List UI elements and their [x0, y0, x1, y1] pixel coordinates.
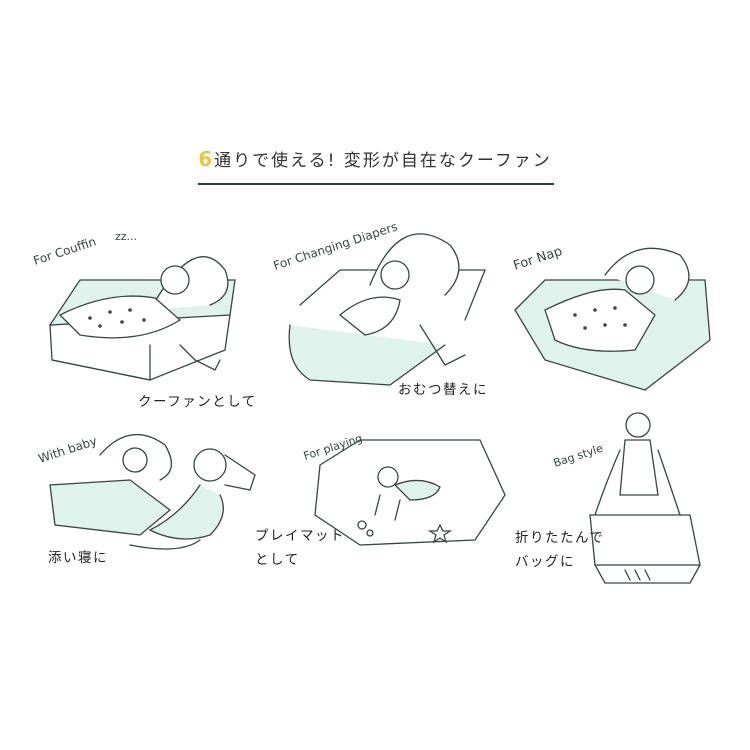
panel-bag-caption-2: バッグに [515, 554, 575, 570]
panel-couffin-caption: クーファンとして [138, 394, 257, 410]
panel-with-baby-tag: With baby [37, 434, 99, 466]
panel-couffin-zz: zz... [115, 230, 137, 243]
panel-bag-caption-1: 折りたたんで [515, 530, 605, 546]
panel-nap-tag: For Nap [512, 244, 565, 274]
panel-diapers-caption: おむつ替えに [398, 382, 488, 398]
panel-playing-caption-2: として [255, 552, 300, 568]
panel-with-baby-caption: 添い寝に [48, 550, 108, 566]
panel-playing-caption-1: プレイマット [255, 528, 345, 544]
nap-illustration: For Nap [512, 244, 711, 391]
title-underline [198, 183, 554, 185]
playing-illustration: For playing [302, 432, 506, 546]
bag-style-illustration: Bag style [552, 412, 701, 584]
page-title: 6通りで使える! 変形が自在なクーファン [0, 146, 750, 171]
panel-couffin-tag: For Couffin [32, 234, 98, 267]
couffin-illustration: For Couffin zz... [32, 230, 236, 381]
title-number: 6 [198, 147, 215, 171]
changing-diapers-illustration: For Changing Diapers [272, 219, 486, 386]
with-baby-illustration: With baby [37, 434, 256, 550]
panel-bag-tag: Bag style [552, 442, 605, 470]
title-text: 通りで使える! 変形が自在なクーファン [214, 151, 552, 171]
